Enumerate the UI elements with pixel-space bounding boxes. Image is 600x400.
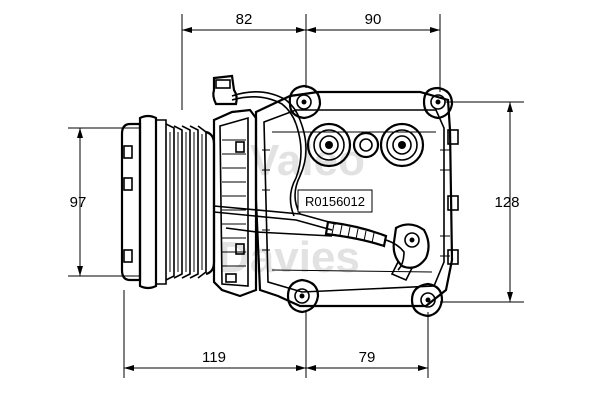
dimension-top-right: 90 (365, 11, 382, 28)
center-port-bolt (352, 131, 380, 159)
front-housing (212, 108, 258, 298)
dimension-lines (68, 14, 524, 378)
dimension-bottom-left: 119 (202, 349, 226, 366)
part-number-label: R0156012 (305, 194, 365, 209)
electrical-connector (212, 74, 301, 125)
dimension-bottom-right: 79 (359, 349, 376, 366)
svg-text:Davies: Davies (218, 233, 360, 282)
part-number-plate (297, 189, 373, 213)
wiring-harness (213, 119, 405, 271)
pressure-sensor (390, 223, 430, 282)
mounting-ear-top-right (422, 86, 454, 120)
discharge-port (379, 122, 425, 168)
dimension-right-height: 128 (494, 194, 519, 211)
mounting-ear-bottom-right (410, 282, 444, 318)
mounting-ear-top-left (288, 84, 322, 120)
dimension-left-height: 97 (70, 194, 87, 211)
mounting-ear-bottom-left (286, 278, 320, 314)
clutch-pulley (120, 114, 216, 290)
suction-port (306, 122, 352, 168)
dimension-top-left: 82 (236, 11, 253, 28)
